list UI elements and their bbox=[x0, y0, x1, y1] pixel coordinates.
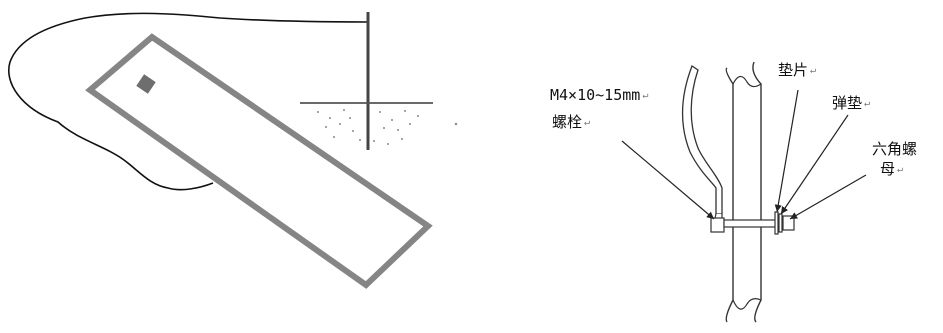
bolt-head bbox=[710, 217, 725, 233]
bracket-strap bbox=[681, 65, 723, 215]
hand-outline bbox=[8, 12, 369, 191]
leader-bolt bbox=[621, 140, 715, 220]
tag-plate bbox=[85, 33, 433, 289]
label-hex-nut-line1: 六角螺 bbox=[872, 140, 918, 158]
label-bolt-spec: M4×10~15mm↵ bbox=[550, 86, 649, 104]
leader-lines bbox=[621, 89, 867, 220]
washer-shape bbox=[774, 211, 779, 235]
label-washer: 垫片↵ bbox=[778, 61, 817, 79]
spring-washer-shape bbox=[778, 213, 783, 233]
bolt-shank bbox=[723, 219, 777, 228]
post-left-edge bbox=[725, 67, 734, 323]
post-right-edge bbox=[752, 61, 762, 323]
tag-hole bbox=[136, 74, 156, 94]
soil-dots bbox=[317, 109, 458, 145]
label-spring-washer: 弹垫↵ bbox=[832, 94, 871, 112]
label-bolt: 螺栓↵ bbox=[552, 113, 591, 131]
left-figure bbox=[8, 12, 458, 289]
right-figure bbox=[681, 61, 795, 323]
leader-spring-washer bbox=[780, 114, 849, 215]
post-bottom-break bbox=[732, 298, 762, 310]
label-hex-nut-line2: 母↵ bbox=[880, 160, 904, 178]
leader-washer bbox=[774, 89, 799, 213]
hex-nut-shape bbox=[782, 215, 795, 231]
post-top-break bbox=[732, 75, 762, 88]
leader-hex-nut bbox=[789, 174, 867, 220]
